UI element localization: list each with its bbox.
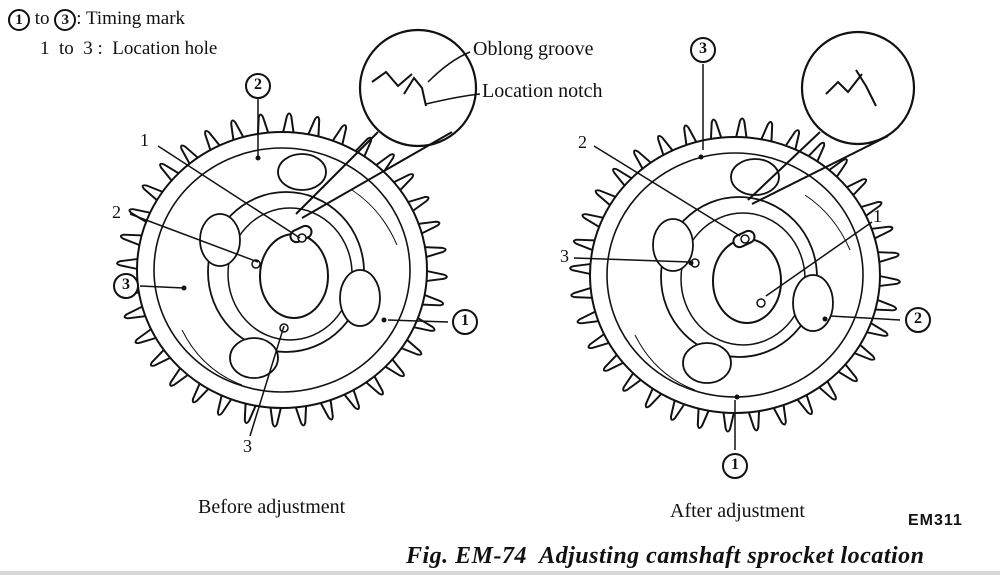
right-magnifier [747, 30, 916, 205]
legend-circled-number: 1 [8, 8, 30, 31]
right-timing-mark-2: 2 [914, 310, 922, 327]
right-timing-mark-1: 1 [731, 456, 739, 473]
right-location-hole-3: 3 [560, 246, 569, 266]
left-location-hole-2: 2 [112, 202, 121, 222]
left-timing-mark-2: 2 [254, 76, 262, 93]
oblong-groove-label: Oblong groove [473, 38, 594, 60]
right-timing-mark-3: 3 [699, 40, 707, 57]
bottom-scroll-edge [0, 571, 1000, 575]
left-sprocket [116, 112, 448, 428]
left-caption: Before adjustment [198, 496, 346, 518]
right-sprocket [569, 117, 901, 433]
left-magnifier [295, 28, 478, 219]
right-caption: After adjustment [670, 500, 805, 522]
legend-timing-text: : Timing mark [76, 8, 186, 29]
right-location-hole-1: 1 [873, 206, 882, 226]
legend-location-hole: 1 to 3 : Location hole [40, 38, 218, 59]
right-location-hole-2: 2 [578, 132, 587, 152]
left-timing-mark-1: 1 [461, 312, 469, 329]
legend-to-word: to [34, 8, 50, 29]
left-location-hole-1: 1 [140, 130, 149, 150]
left-location-hole-3: 3 [243, 436, 252, 456]
legend-circled-number: 3 [54, 8, 77, 31]
location-notch-label: Location notch [482, 80, 603, 102]
left-timing-mark-3: 3 [122, 276, 130, 293]
camshaft-sprocket-diagram [113, 28, 931, 479]
figure-title: Fig. EM-74 Adjusting camshaft sprocket l… [406, 543, 925, 569]
legend-timing-mark: 1 to 3: Timing mark [8, 8, 185, 31]
figure-code: EM311 [908, 512, 963, 529]
